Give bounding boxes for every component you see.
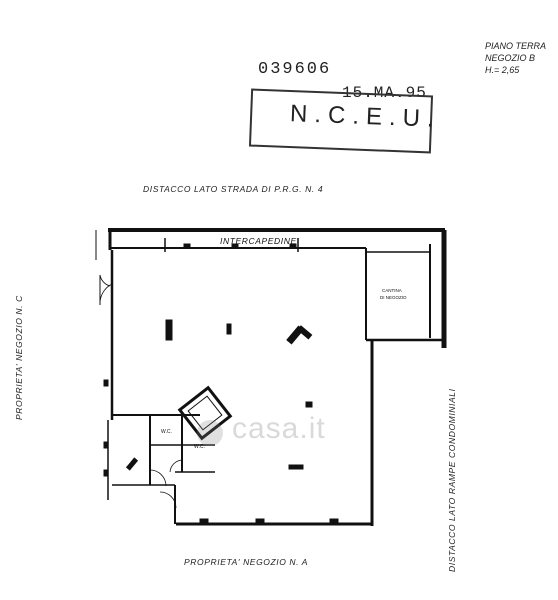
pillar-2	[226, 323, 232, 335]
wc-label-2: W.C.	[194, 444, 205, 450]
door-arc-wc2	[169, 459, 183, 473]
door-arc-left	[99, 283, 113, 306]
pillar-3b	[297, 325, 313, 340]
top-mark-3	[289, 243, 297, 249]
pillar-4	[305, 401, 313, 408]
rotated-square-element	[177, 385, 233, 441]
floor-label: PIANO TERRA	[485, 41, 547, 51]
door-arc-bottom	[159, 491, 177, 509]
label-bottom-neighbor: PROPRIETA' NEGOZIO N. A	[184, 557, 309, 567]
stamp-code: 039606	[258, 60, 332, 79]
pillar-6	[125, 457, 139, 471]
cantina-label-1: CANTINA	[382, 288, 402, 293]
bottom-mark-2	[255, 518, 265, 525]
left-mark-1	[103, 379, 109, 387]
bottom-mark-3	[329, 518, 339, 525]
watermark-text: casa.it	[232, 412, 326, 445]
wc-label-1: W.C.	[161, 429, 172, 435]
bottom-mark-1	[199, 518, 209, 525]
cantina-label-2: DI NEGOZIO	[380, 295, 407, 300]
watermark-logo-icon	[197, 420, 223, 446]
intercapedine-label: INTERCAPEDINE	[220, 236, 297, 246]
door-arc-left-2	[99, 274, 111, 287]
left-mark-2	[103, 441, 109, 449]
stamp-date: 15.MA.95	[342, 84, 427, 102]
label-top-street: DISTACCO LATO STRADA DI P.R.G. N. 4	[143, 184, 324, 194]
pillar-5	[288, 464, 304, 470]
unit-label: NEGOZIO B	[485, 53, 536, 63]
pillar-1	[165, 319, 173, 341]
top-mark-2	[231, 243, 239, 249]
rotated-square-inner	[187, 395, 223, 431]
door-arc-wc1	[149, 469, 167, 487]
left-mark-3	[103, 469, 109, 477]
top-mark-1	[183, 243, 191, 249]
height-label: H.= 2,65	[485, 65, 520, 75]
